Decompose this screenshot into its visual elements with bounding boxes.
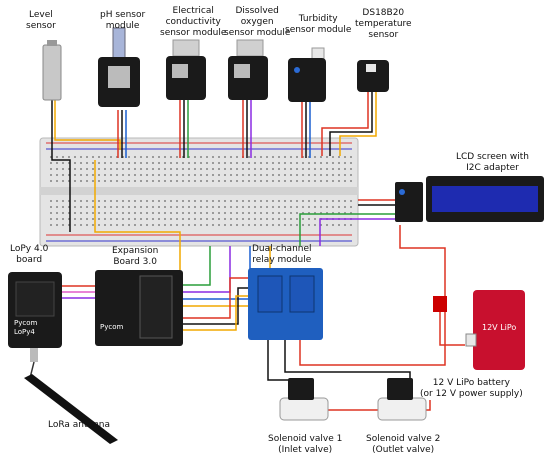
battery-label-line2: (or 12 V power supply) — [420, 389, 523, 399]
ec-sensor-label: Electrical conductivity sensor module — [160, 6, 226, 39]
wires — [51, 92, 465, 411]
lopy-label: LoPy 4.0 board — [10, 244, 48, 266]
solenoid-valve-2 — [377, 378, 427, 421]
level-sensor-label-line1: Level — [29, 10, 53, 20]
level-sensor-label-line2: sensor — [26, 21, 56, 31]
lopy-label-line2: board — [16, 255, 43, 265]
valve2-label: Solenoid valve 2 (Outlet valve) — [366, 434, 440, 456]
battery-label: 12 V LiPo battery (or 12 V power supply) — [420, 378, 523, 400]
breadboard — [39, 137, 359, 247]
antenna-label-line1: LoRa antenna — [48, 420, 111, 430]
battery-label-line1: 12 V LiPo battery — [432, 378, 510, 388]
ec-sensor-module — [166, 39, 206, 100]
relay-module — [248, 268, 323, 340]
do-sensor-label-line3: sensor module — [224, 28, 291, 38]
expansion-label-line1: Expansion — [112, 246, 159, 256]
valve2-label-line1: Solenoid valve 2 — [366, 434, 441, 444]
level-sensor-label: Level sensor — [26, 10, 56, 32]
do-sensor-module — [228, 39, 268, 100]
expansion-label-line2: Board 3.0 — [113, 257, 157, 267]
ec-sensor-label-line2: conductivity — [165, 17, 221, 27]
lopy-brand-print: Pycom — [14, 319, 38, 327]
valve1-label-line1: Solenoid valve 1 — [268, 434, 343, 444]
lopy-label-line1: LoPy 4.0 — [10, 244, 49, 254]
relay-label-line2: relay module — [252, 255, 312, 265]
ph-sensor-label-line2: module — [105, 21, 140, 31]
turbidity-sensor-label-line1: Turbidity — [298, 14, 338, 24]
temp-sensor-label: DS18B20 temperature sensor — [355, 8, 412, 41]
antenna-label: LoRa antenna — [48, 420, 110, 431]
do-sensor-label: Dissolved oxygen sensor module — [224, 6, 290, 39]
lopy-model-print: LoPy4 — [14, 328, 35, 336]
temp-sensor-label-line3: sensor — [368, 30, 399, 40]
level-sensor — [42, 40, 62, 101]
expansion-brand-print: Pycom — [100, 323, 124, 331]
battery-print: 12V LiPo — [482, 323, 517, 332]
lipo-battery — [465, 290, 525, 370]
valve1-label: Solenoid valve 1 (Inlet valve) — [268, 434, 342, 456]
ec-sensor-label-line3: sensor module — [160, 28, 227, 38]
lcd-label: LCD screen with I2C adapter — [456, 152, 529, 174]
ph-sensor-label: pH sensor module — [100, 10, 145, 32]
ph-sensor-module — [98, 27, 140, 107]
temperature-sensor-module — [357, 60, 389, 92]
temp-sensor-label-line1: DS18B20 — [362, 8, 405, 18]
lcd-label-line2: I2C adapter — [466, 163, 519, 173]
turbidity-sensor-label-line2: sensor module — [285, 25, 352, 35]
valve2-label-line2: (Outlet valve) — [372, 445, 435, 455]
power-switch — [433, 296, 447, 312]
ph-sensor-label-line1: pH sensor — [100, 10, 146, 20]
lcd-label-line1: LCD screen with — [456, 152, 529, 162]
temp-sensor-label-line2: temperature — [355, 19, 412, 29]
lcd-screen — [395, 176, 544, 222]
do-sensor-label-line2: oxygen — [240, 17, 274, 27]
do-sensor-label-line1: Dissolved — [235, 6, 279, 16]
turbidity-sensor-label: Turbidity sensor module — [285, 14, 351, 36]
expansion-board — [95, 270, 183, 346]
ec-sensor-label-line1: Electrical — [172, 6, 214, 16]
expansion-label: Expansion Board 3.0 — [112, 246, 158, 268]
turbidity-sensor-module — [288, 47, 326, 102]
valve1-label-line2: (Inlet valve) — [278, 445, 333, 455]
relay-label-line1: Dual-channel — [252, 244, 312, 254]
relay-label: Dual-channel relay module — [252, 244, 312, 266]
lopy-board — [8, 272, 62, 362]
solenoid-valve-1 — [279, 378, 329, 421]
lora-antenna — [24, 361, 118, 444]
